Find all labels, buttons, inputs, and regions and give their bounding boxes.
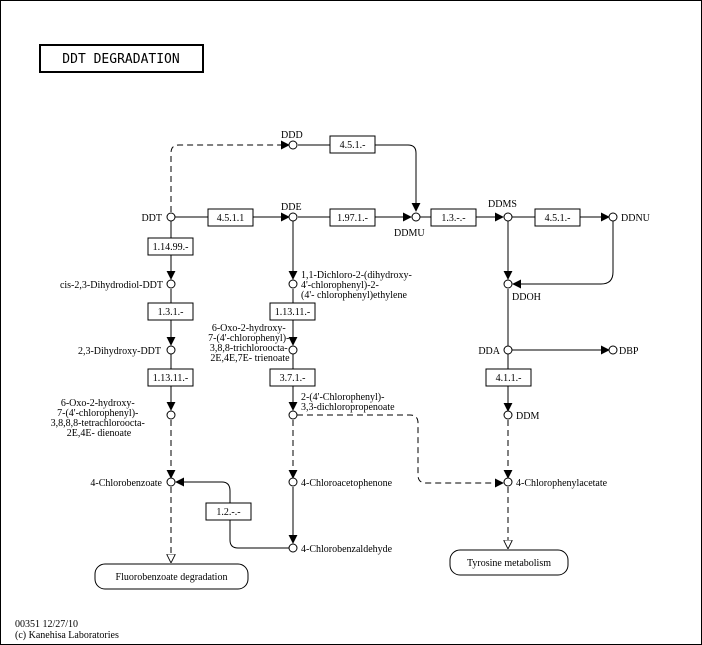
- enzyme-dihydrodiol-dihydroxy[interactable]: 1.3.1.-: [147, 302, 194, 321]
- node-dda[interactable]: [503, 345, 513, 355]
- label-dda: DDA: [478, 346, 500, 357]
- node-cis-dihydrodiol[interactable]: [166, 279, 176, 289]
- enzyme-label: 3.7.1.-: [280, 373, 306, 384]
- label-ddmu: DDMU: [394, 228, 425, 239]
- map-title: DDT DEGRADATION: [62, 52, 179, 67]
- copyright: (c) Kanehisa Laboratories: [15, 630, 119, 641]
- enzyme-ddmu-ddms[interactable]: 1.3.-.-: [430, 208, 477, 227]
- label-line: (4'- chlorophenyl)ethylene: [301, 290, 407, 301]
- enzyme-label: 4.5.1.-: [340, 140, 366, 151]
- node-oxo-dienoate[interactable]: [166, 410, 176, 420]
- node-dichloro-ethylene[interactable]: [288, 279, 298, 289]
- enzyme-label: 1.97.1.-: [337, 213, 368, 224]
- label-ddms: DDMS: [488, 199, 517, 210]
- label-chlorophenyl-propenoate: 2-(4'-Chlorophenyl)- 3,3-dichloropropeno…: [301, 392, 395, 413]
- label-line: 2-(4'-Chlorophenyl)-: [301, 392, 384, 403]
- compound-nodes: [166, 140, 618, 553]
- node-dihydroxy-ddt[interactable]: [166, 345, 176, 355]
- label-ddoh: DDOH: [512, 292, 541, 303]
- label-line: 6-Oxo-2-hydroxy-: [61, 398, 135, 409]
- label-dbp: DBP: [619, 346, 639, 357]
- node-chlorobenzoate[interactable]: [166, 477, 176, 487]
- label-line: 3,8,8,8-tetrachloroocta-: [51, 418, 145, 429]
- node-ddms[interactable]: [503, 212, 513, 222]
- edge-ddnu-ddoh: [512, 221, 614, 289]
- label-oxo-trienoate: 6-Oxo-2-hydroxy- 7-(4'-chlorophenyl)- 3,…: [208, 323, 292, 364]
- node-chlorobenzaldehyde[interactable]: [288, 543, 298, 553]
- enzyme-label: 1.13.11.-: [275, 307, 310, 318]
- enzyme-label: 4.5.1.-: [545, 213, 571, 224]
- node-chlorophenyl-propenoate[interactable]: [288, 410, 298, 420]
- map-link-fluorobenzoate[interactable]: Fluorobenzoate degradation: [94, 563, 249, 590]
- node-ddt[interactable]: [166, 212, 176, 222]
- enzyme-label: 1.3.-.-: [441, 213, 465, 224]
- label-line: 1,1-Dichloro-2-(dihydroxy-: [301, 270, 412, 281]
- edge-propenoate-chlorophenylacetate: [297, 414, 504, 488]
- node-ddd[interactable]: [288, 140, 298, 150]
- node-chlorophenylacetate[interactable]: [503, 477, 513, 487]
- label-chloroacetophenone: 4-Chloroacetophenone: [301, 478, 393, 489]
- node-oxo-trienoate[interactable]: [288, 345, 298, 355]
- enzyme-label: 4.5.1.1: [217, 213, 245, 224]
- node-dde[interactable]: [288, 212, 298, 222]
- node-ddmu[interactable]: [411, 212, 421, 222]
- label-ddt: DDT: [141, 213, 162, 224]
- label-line: 2E,4E,7E- trienoate: [210, 353, 290, 364]
- enzyme-ddt-dihydrodiol[interactable]: 1.14.99.-: [147, 237, 194, 256]
- label-ddnu: DDNU: [621, 213, 651, 224]
- map-link-label: Tyrosine metabolism: [467, 558, 551, 569]
- enzyme-label: 1.2.-.-: [216, 507, 240, 518]
- enzyme-dihydroxy-dienoate[interactable]: 1.13.11.-: [147, 368, 194, 387]
- enzyme-label: 4.1.1.-: [496, 373, 522, 384]
- enzyme-boxes: 4.5.1.- 4.5.1.1 1.97.1.- 1.3.-.- 4.5.1.-…: [147, 135, 581, 521]
- label-chlorophenylacetate: 4-Chlorophenylacetate: [516, 478, 608, 489]
- label-line: 6-Oxo-2-hydroxy-: [212, 323, 286, 334]
- map-title-box: DDT DEGRADATION: [39, 44, 204, 73]
- enzyme-ddms-ddnu[interactable]: 4.5.1.-: [534, 208, 581, 227]
- label-oxo-dienoate: 6-Oxo-2-hydroxy- 7-(4'-chlorophenyl)- 3,…: [51, 398, 148, 439]
- enzyme-trienoate-propenoate[interactable]: 3.7.1.-: [269, 368, 316, 387]
- enzyme-dichloro-trienoate[interactable]: 1.13.11.-: [269, 302, 316, 321]
- map-link-tyrosine[interactable]: Tyrosine metabolism: [449, 549, 569, 576]
- label-line: 3,3-dichloropropenoate: [301, 402, 395, 413]
- compound-labels: DDD DDT DDE DDMU DDMS DDNU DDOH DDA DBP …: [51, 130, 651, 555]
- enzyme-ddt-dde[interactable]: 4.5.1.1: [207, 208, 254, 227]
- label-chlorobenzoate: 4-Chlorobenzoate: [90, 478, 162, 489]
- label-line: 3,8,8-trichloroocta-: [210, 343, 288, 354]
- label-ddd: DDD: [281, 130, 303, 141]
- label-dde: DDE: [281, 202, 302, 213]
- enzyme-label: 1.14.99.-: [153, 242, 189, 253]
- enzyme-dde-ddmu[interactable]: 1.97.1.-: [329, 208, 376, 227]
- label-cis-dihydrodiol: cis-2,3-Dihydrodiol-DDT: [60, 280, 163, 291]
- enzyme-dda-ddm[interactable]: 4.1.1.-: [485, 368, 532, 387]
- label-line: 7-(4'-chlorophenyl)-: [57, 408, 138, 419]
- edge-ddd-ddmu: [298, 144, 421, 212]
- node-chloroacetophenone[interactable]: [288, 477, 298, 487]
- node-ddnu[interactable]: [608, 212, 618, 222]
- map-id: 00351 12/27/10: [15, 619, 78, 630]
- node-ddm[interactable]: [503, 410, 513, 420]
- enzyme-label: 1.3.1.-: [158, 307, 184, 318]
- label-ddm: DDM: [516, 411, 539, 422]
- node-ddoh[interactable]: [503, 279, 513, 289]
- label-line: 4'-chlorophenyl)-2-: [301, 280, 379, 291]
- enzyme-label: 1.13.11.-: [153, 373, 188, 384]
- label-chlorobenzaldehyde: 4-Chlorobenzaldehyde: [301, 544, 393, 555]
- map-link-label: Fluorobenzoate degradation: [116, 572, 228, 583]
- enzyme-aldehyde-benzoate[interactable]: 1.2.-.-: [205, 502, 252, 521]
- label-line: 2E,4E- dienoate: [67, 428, 132, 439]
- label-dichloro-ethylene: 1,1-Dichloro-2-(dihydroxy- 4'-chlorophen…: [301, 270, 414, 301]
- label-line: 7-(4'-chlorophenyl)-: [208, 333, 289, 344]
- enzyme-ddd-ddmu[interactable]: 4.5.1.-: [329, 135, 376, 154]
- node-dbp[interactable]: [608, 345, 618, 355]
- label-dihydroxy-ddt: 2,3-Dihydroxy-DDT: [78, 346, 161, 357]
- edge-ddt-ddd: [170, 140, 290, 212]
